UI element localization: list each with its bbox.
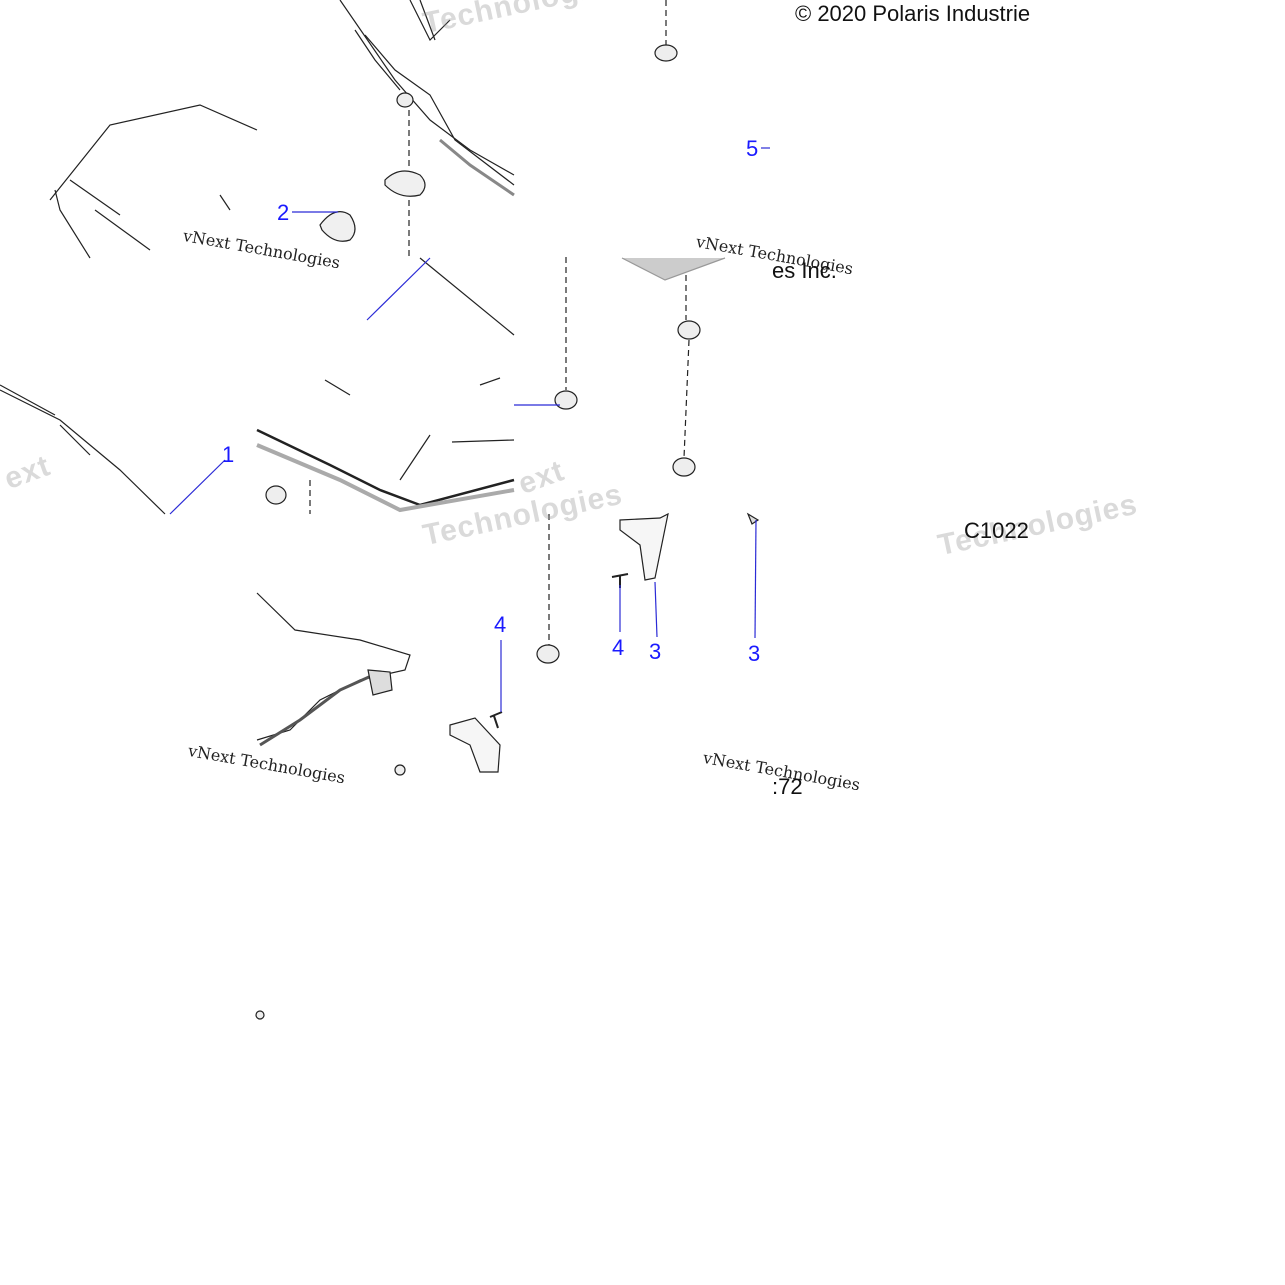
callout-2: 2 [277,200,290,225]
callout-4b: 4 [612,635,625,660]
callout-1: 1 [222,442,235,467]
grommet [654,44,678,62]
copyright-text: © 2020 Polaris Industrie [795,1,1031,26]
callout-3b: 3 [748,641,761,666]
callout-3a: 3 [649,639,662,664]
body-panel [339,0,515,176]
clip-fastener [384,170,426,197]
callout-5: 5 [746,136,759,161]
copyright-tail: es Inc. [772,258,837,283]
bracket [619,512,669,581]
seat-outline [49,104,258,201]
part-code-prefix: C1022 [964,518,1029,543]
callout-4a: 4 [494,612,507,637]
part-code-suffix: :72 [772,774,803,799]
